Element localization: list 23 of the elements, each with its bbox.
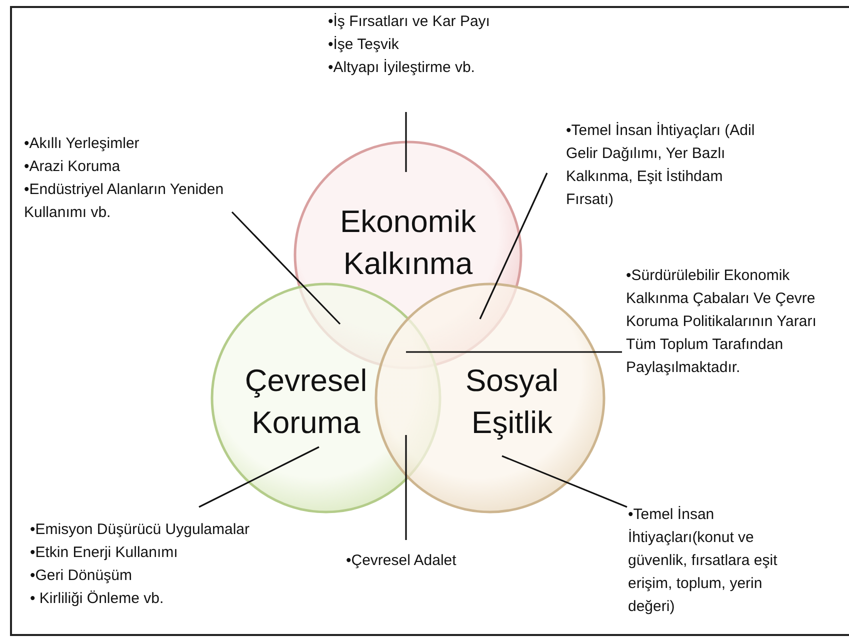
- bullet-text: •Çevresel Adalet: [346, 551, 456, 571]
- leader-line: [231, 211, 341, 325]
- circle-label: Sosyal Eşitlik: [464, 362, 560, 442]
- leader-line: [479, 172, 548, 320]
- bullet-text: •Arazi Koruma: [24, 157, 120, 177]
- bullet-text: •Temel İnsan İhtiyaçları(konut ve güvenlik, fırsatlara eşit erişim, toplum, yerin değeri): [628, 505, 778, 617]
- bullet-text: •Endüstriyel Alanların Yeniden Kullanımı vb.: [24, 180, 225, 223]
- bullet-text: •Geri Dönüşüm: [30, 566, 132, 586]
- bullet-text: • Kirliliği Önleme vb.: [30, 589, 164, 609]
- leader-line: [405, 112, 407, 172]
- leader-line: [198, 446, 320, 508]
- leader-line: [406, 351, 622, 353]
- bullet-text: •Etkin Enerji Kullanımı: [30, 543, 178, 563]
- bullet-text: •Sürdürülebilir Ekonomik Kalkınma Çabaları Ve Çevre Koruma Politikalarının Yararı Tüm Toplum Tarafından Paylaşılmaktadır.: [626, 266, 818, 378]
- leader-line: [502, 455, 628, 508]
- bullet-text: •İş Fırsatları ve Kar Payı: [328, 12, 490, 32]
- bullet-text: •Temel İnsan İhtiyaçları (Adil Gelir Dağılımı, Yer Bazlı Kalkınma, Eşit İstihdam Fırsatı): [566, 121, 756, 210]
- circle-label: Ekonomik Kalkınma: [338, 203, 478, 283]
- circle-label: Çevresel Koruma: [244, 362, 368, 442]
- bullet-text: •Emisyon Düşürücü Uygulamalar: [30, 520, 250, 540]
- bullet-text: •İşe Teşvik: [328, 35, 399, 55]
- bullet-text: •Altyapı İyileştirme vb.: [328, 58, 475, 78]
- bullet-text: •Akıllı Yerleşimler: [24, 134, 140, 154]
